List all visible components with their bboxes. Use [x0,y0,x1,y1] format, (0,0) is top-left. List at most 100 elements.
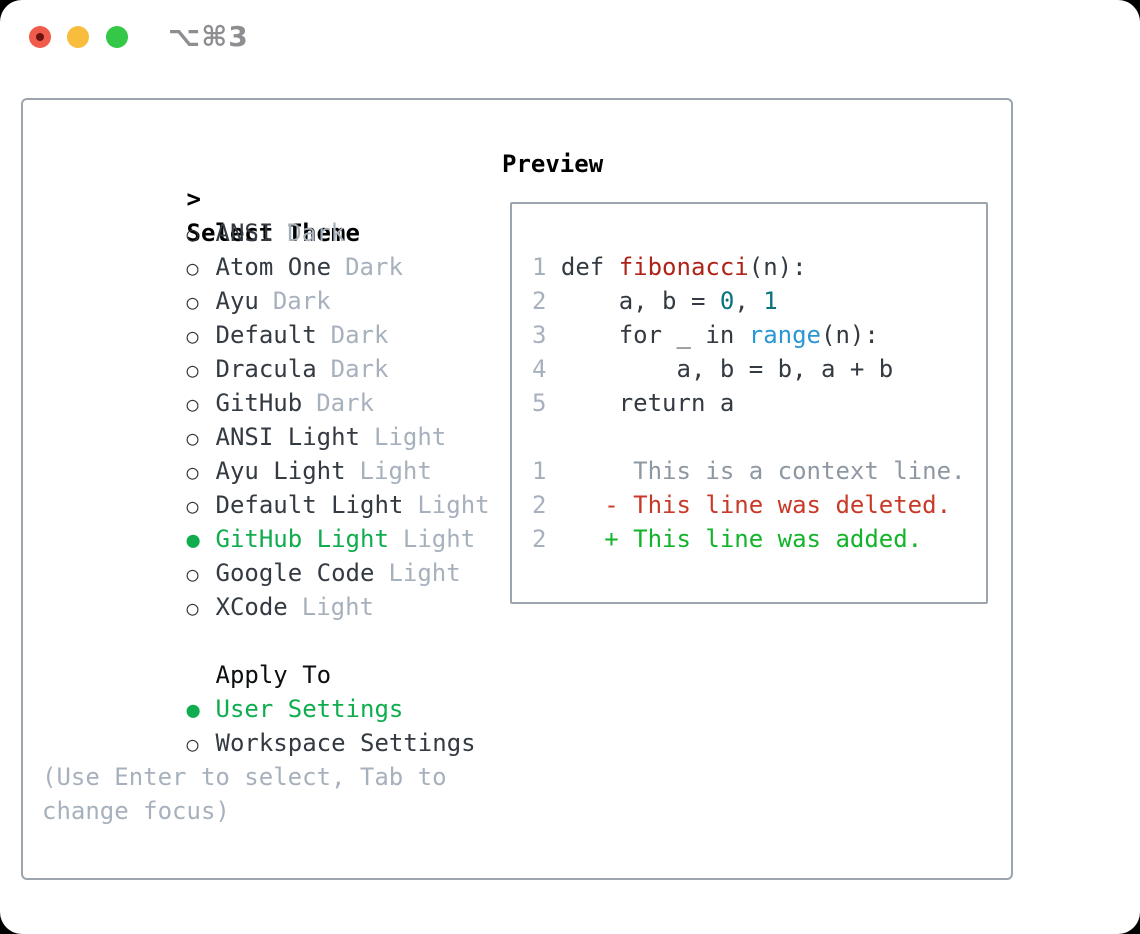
select-theme-header: > Select Theme [42,148,492,247]
code-line-3: 3 for _ in range(n): [532,318,986,352]
preview-box: 1 def fibonacci(n): 2 a, b = 0, 1 3 for … [510,202,988,604]
line-number: 5 [532,389,561,417]
radio-selected-icon: ● [186,528,200,553]
theme-variant: Light [388,559,461,587]
theme-variant: Light [374,423,447,451]
token-number: 0 [719,287,735,315]
theme-name: Default [215,321,317,349]
theme-variant: Light [417,491,490,519]
diff-context-text: This is a context line. [546,457,966,485]
theme-name: GitHub Light [215,525,389,553]
theme-name: Ayu Light [215,457,346,485]
blank-line [532,420,986,454]
line-number: 2 [532,287,561,315]
theme-option-default-dark[interactable]: ○ Default Dark [42,284,492,349]
theme-name: Dracula [215,355,317,383]
line-number: 3 [532,321,561,349]
theme-name: Atom One [215,253,332,281]
line-number: 2 [532,525,547,553]
titlebar: ⌥⌘3 [0,0,1140,75]
theme-option-atom-one-dark[interactable]: ○ Atom One Dark [42,216,492,281]
theme-variant: Light [402,525,476,553]
preview-title: Preview [502,150,604,178]
diff-added-line: 2 + This line was added. [532,522,986,556]
theme-variant: Dark [330,355,389,383]
token-builtin: range [748,321,821,349]
radio-icon: ○ [186,494,199,518]
line-number: 1 [532,253,561,281]
zoom-button[interactable] [106,26,128,48]
theme-variant: Light [359,457,432,485]
code-line-4: 4 a, b = b, a + b [532,352,986,386]
radio-icon: ○ [186,426,199,450]
theme-variant: Dark [345,253,403,281]
radio-icon: ○ [186,290,199,314]
theme-variant: Dark [287,219,346,247]
theme-name: XCode [215,593,288,621]
radio-icon: ○ [186,392,199,416]
theme-name: ANSI [215,219,274,247]
token-code: a, b = [560,287,720,315]
apply-option-user-settings[interactable]: ● User Settings [42,658,492,723]
radio-icon: ○ [186,358,199,382]
line-number: 4 [532,355,561,383]
theme-option-ayu-dark[interactable]: ○ Ayu Dark [42,250,492,315]
radio-icon: ○ [186,222,199,246]
help-text: (Use Enter to select, Tab to change focu… [42,763,447,825]
theme-option-ayu-light[interactable]: ○ Ayu Light Light [42,420,492,485]
select-theme-title: Select Theme [186,219,360,247]
radio-icon: ○ [186,596,199,620]
prompt-icon: > [186,185,201,213]
token-code: return a [560,389,735,417]
apply-option-workspace-settings[interactable]: ○ Workspace Settings [42,692,492,757]
theme-option-github-dark[interactable]: ○ GitHub Dark [42,352,492,417]
theme-variant: Dark [272,287,331,315]
theme-option-default-light[interactable]: ○ Default Light Light [42,454,492,519]
apply-option-name: Workspace Settings [215,729,476,757]
minimize-button[interactable] [67,26,89,48]
theme-option-ansi-dark[interactable]: ○ ANSI Dark [42,182,492,247]
theme-option-github-light[interactable]: ● GitHub Light Light [42,488,492,553]
token-code: (n): [821,321,879,349]
apply-option-name: User Settings [215,695,404,723]
token-code: for _ in [560,321,749,349]
apply-to-header: Apply To [42,624,492,689]
theme-variant: Dark [330,321,389,349]
radio-icon: ○ [186,460,199,484]
close-button[interactable] [29,26,51,48]
radio-icon: ○ [186,562,199,586]
line-number: 1 [532,457,547,485]
token-function: fibonacci [618,253,749,281]
diff-context-line: 1 This is a context line. [532,454,986,488]
line-number: 2 [532,491,547,519]
theme-name: Google Code [215,559,375,587]
radio-icon: ○ [186,324,199,348]
diff-added-text: + This line was added. [546,525,923,553]
record-dot-icon [36,33,44,41]
radio-icon: ○ [186,732,199,756]
code-line-1: 1 def fibonacci(n): [532,250,986,284]
theme-option-google-code-light[interactable]: ○ Google Code Light [42,522,492,587]
token-code: a, b = b, a + b [560,355,894,383]
token-number: 1 [763,287,778,315]
code-line-5: 5 return a [532,386,986,420]
token-code: (n): [748,253,807,281]
theme-name: Default Light [215,491,404,519]
diff-deleted-line: 2 - This line was deleted. [532,488,986,522]
window-title: ⌥⌘3 [168,20,249,53]
theme-option-xcode-light[interactable]: ○ XCode Light [42,556,492,621]
token-code: , [734,287,764,315]
apply-to-title: Apply To [215,661,332,689]
radio-selected-icon: ● [186,698,200,723]
theme-name: Ayu [215,287,259,315]
theme-option-dracula-dark[interactable]: ○ Dracula Dark [42,318,492,383]
theme-variant: Dark [316,389,374,417]
diff-deleted-text: - This line was deleted. [546,491,952,519]
theme-name: GitHub [215,389,303,417]
theme-variant: Light [301,593,374,621]
